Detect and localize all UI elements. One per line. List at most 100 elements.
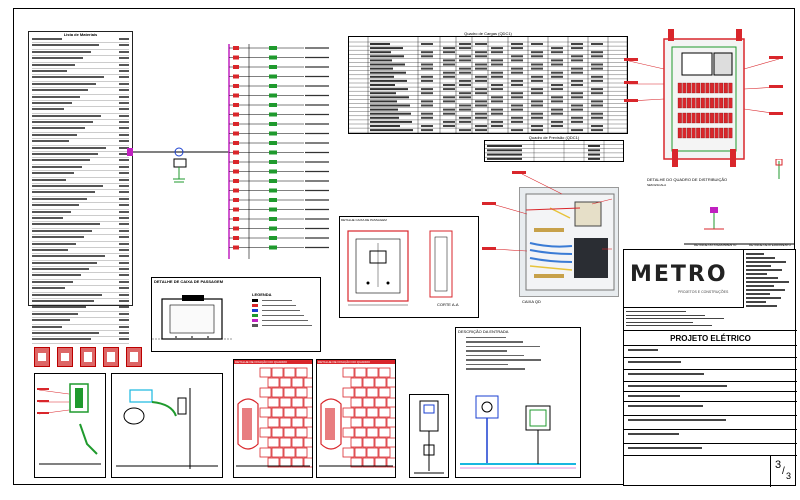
switch-plate-3 (80, 347, 96, 367)
materials-row (32, 178, 129, 184)
panel-detail-title: DETALHE DO QUADRO DE DISTRIBUIÇÃO (647, 177, 728, 182)
materials-row (32, 56, 129, 63)
info-line (746, 276, 795, 280)
materials-list-rows (29, 37, 132, 344)
drawing-sheet: Lista de Materiais Quadro de Cargas (QDC… (13, 8, 797, 487)
switch-plate-4 (103, 347, 119, 367)
materials-row (32, 261, 129, 268)
sheet-total: 3 (786, 471, 792, 481)
ground-label-a: DETALHE DO ATERRAMENTO (694, 243, 737, 247)
switch-plate-1 (34, 347, 50, 367)
materials-row (32, 114, 129, 121)
cut-label: CORTE A-A (437, 302, 459, 307)
schedule-summary: Quadro de Previsão (QDC1) (484, 135, 624, 163)
riser-branches (229, 46, 329, 250)
switch-plate-5 (126, 347, 142, 367)
project-title-row: PROJETO ELÉTRICO (624, 330, 797, 346)
legend-item (252, 298, 318, 303)
info-line (746, 252, 795, 256)
materials-row (32, 299, 129, 306)
legend-item (252, 318, 318, 323)
note-line (460, 362, 576, 367)
title-block: METRO PROJETOS E CONSTRUÇÕES PROJETO ELÉ… (623, 249, 797, 487)
note-line (626, 324, 742, 328)
box-detail: DETALHE CAIXA DE PASSAGEM (339, 216, 479, 318)
materials-row (32, 126, 129, 133)
info-line (746, 292, 795, 296)
summary-title: Quadro de Previsão (QDC1) (528, 135, 580, 140)
detail-entrance-pole (111, 373, 223, 478)
detail-panel-fixing-a: DETALHE DE FIXAÇÃO DO QUADRO (233, 359, 316, 478)
materials-row (32, 190, 129, 197)
materials-row (32, 293, 129, 300)
summary-grid (484, 140, 624, 162)
materials-row (32, 63, 129, 69)
schedule-grid (347, 36, 628, 134)
materials-row (32, 120, 129, 127)
materials-row (32, 82, 129, 89)
materials-row (32, 235, 129, 242)
materials-row (32, 158, 129, 165)
legend-item (252, 308, 318, 313)
info-line (746, 268, 795, 272)
materials-row (32, 50, 129, 57)
note-line (460, 358, 576, 363)
entrance-notes (456, 335, 580, 371)
materials-row (32, 146, 129, 153)
info-line (746, 304, 795, 308)
materials-row (32, 248, 129, 255)
info-line (746, 264, 795, 268)
materials-row (32, 305, 129, 312)
schedule-title: Quadro de Cargas (QDC1) (464, 31, 512, 36)
title-row (624, 346, 797, 358)
title-block-rows (624, 346, 797, 456)
materials-row (32, 286, 129, 293)
load-schedule: Quadro de Cargas (QDC1) (347, 31, 628, 134)
materials-row (32, 184, 129, 191)
note-line (626, 314, 742, 318)
materials-row (32, 101, 129, 108)
passage-legend-title: LEGENDA (252, 292, 272, 297)
materials-row (32, 37, 129, 44)
info-line (746, 284, 795, 288)
materials-row (32, 216, 129, 223)
materials-list: Lista de Materiais (28, 31, 133, 344)
materials-row (32, 75, 129, 82)
title-row (624, 430, 797, 444)
materials-row (32, 43, 129, 50)
legend-item (252, 313, 318, 318)
detail-panel-fixing-b: DETALHE DE FIXAÇÃO DO QUADRO (316, 359, 399, 478)
photo-leaders (482, 171, 613, 252)
info-line (746, 280, 795, 284)
materials-row (32, 229, 129, 236)
title-row (624, 370, 797, 382)
materials-row (32, 69, 129, 76)
materials-row (32, 88, 129, 95)
materials-row (32, 95, 129, 101)
passage-box-title: DETALHE DE CAIXA DE PASSAGEM (154, 279, 224, 284)
materials-row (32, 210, 129, 216)
info-line (746, 300, 795, 304)
materials-list-title: Lista de Materiais (63, 32, 98, 37)
title-row (624, 358, 797, 370)
info-line (746, 296, 795, 300)
distribution-panel-detail (624, 29, 783, 167)
info-line (746, 256, 795, 260)
note-line (460, 353, 576, 358)
materials-row (32, 325, 129, 331)
materials-row (32, 273, 129, 280)
sheet-number: 3 / 3 (770, 455, 797, 487)
materials-row (32, 107, 129, 114)
box-detail-title: DETALHE CAIXA DE PASSAGEM (341, 218, 387, 222)
company-subtitle: PROJETOS E CONSTRUÇÕES (678, 290, 729, 294)
detail-grounding-box (34, 373, 106, 478)
note-line (460, 367, 576, 372)
materials-row (32, 280, 129, 287)
title-row (624, 416, 797, 430)
legend-item (252, 303, 318, 308)
materials-row (32, 312, 129, 319)
note-line (626, 317, 742, 321)
project-title: PROJETO ELÉTRICO (670, 334, 751, 343)
ground-label-b: DETALHE DE ATERRAMENTO (749, 243, 792, 247)
panel-detail-subtitle: SEM ESCALA (647, 183, 667, 187)
